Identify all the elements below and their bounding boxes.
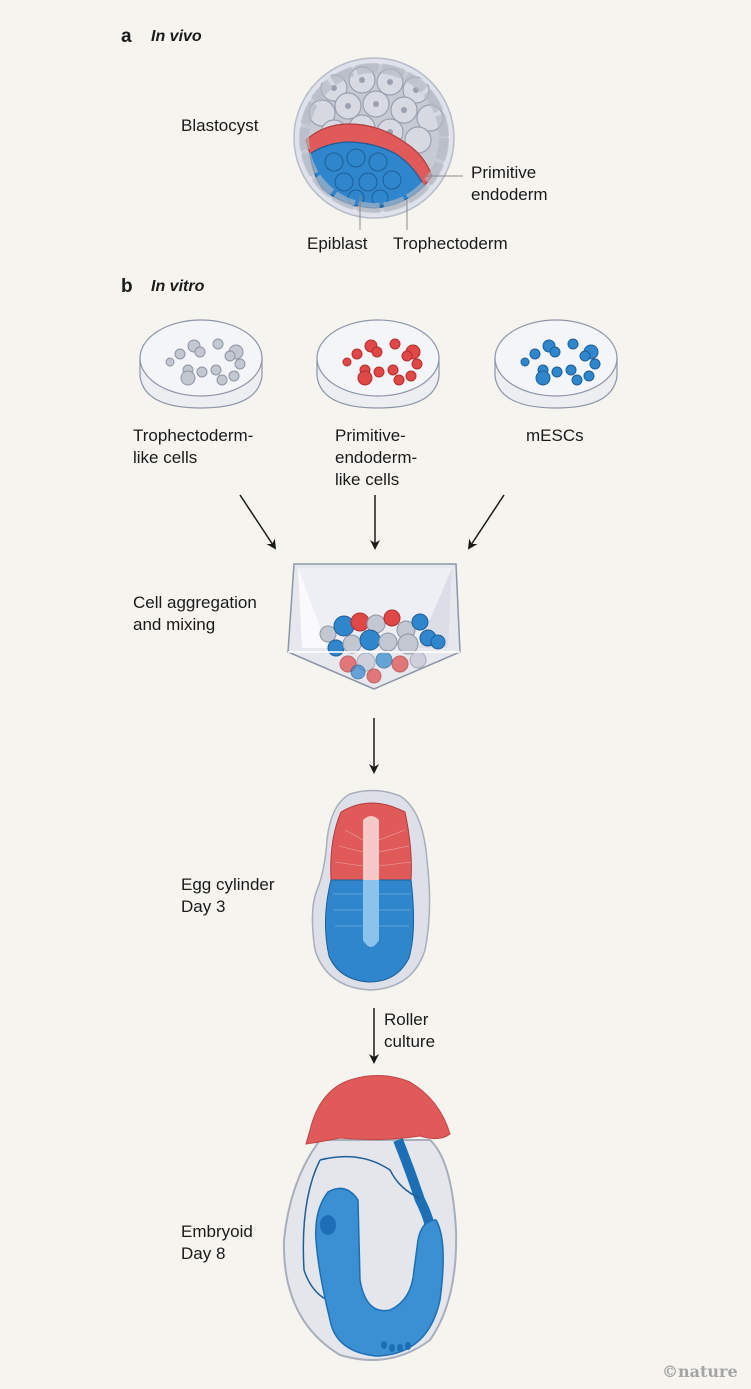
blastocyst-illustration [293,57,455,219]
aggregated-cell [391,655,409,673]
cell [174,348,186,360]
cell [165,357,175,367]
aggregated-cell [409,651,427,669]
cell [551,366,563,378]
aggregated-cell [375,651,393,669]
label-mescs: mESCs [526,426,584,445]
cell [196,366,208,378]
petri-dish-epiblast [494,319,618,409]
arrow-mesc-to-aggregate [467,494,505,550]
cell [210,364,222,376]
aggregated-cell [378,632,398,652]
aggregated-cell [342,634,362,654]
cell [579,350,591,362]
cell [520,357,530,367]
cell [549,346,561,358]
label-blastocyst: Blastocyst [181,116,259,135]
aggregated-cell [319,625,337,643]
aggregated-cell [350,664,366,680]
cell [571,374,583,386]
cell [357,370,373,386]
petri-dish-primitive-endoderm [316,319,440,409]
label-roller-culture: Roller culture [384,1010,436,1051]
label-aggregation: Cell aggregation and mixing [133,593,257,634]
label-trophectoderm: Trophectoderm [393,234,508,253]
cell [567,338,579,350]
embryo-body [315,1187,444,1357]
cell [212,338,224,350]
label-primitive-endoderm-like-cells: Primitive- endoderm- like cells [335,426,418,489]
aggregated-cell [383,609,401,627]
cell [529,348,541,360]
cell [351,348,363,360]
aggregated-cell [411,613,429,631]
aggregation-well [287,563,461,690]
cell [401,350,413,362]
extraembryonic-ectoderm [305,1075,451,1145]
panel-b-title: In vitro [151,278,205,295]
aggregated-cell [327,639,345,657]
label-epiblast: Epiblast [307,234,368,253]
cell [535,370,551,386]
aggregated-cell [366,668,382,684]
petri-dish-trophectoderm [139,319,263,409]
cell [583,370,595,382]
panel-a-leader-lines [359,175,463,230]
arrow-trophectoderm-to-aggregate [239,494,277,550]
aggregated-cell [430,634,446,650]
label-embryoid: Embryoid Day 8 [181,1222,253,1263]
trophectoderm-ring [299,63,449,213]
cell [589,358,601,370]
embryoid-illustration [282,1075,458,1361]
cell [342,357,352,367]
aggregated-cell [350,612,370,632]
cell [216,374,228,386]
egg-cylinder-illustration [311,789,431,991]
cell [234,358,246,370]
panel-a-title: In vivo [151,28,202,45]
aggregated-cell [397,633,419,655]
cell [180,370,196,386]
cell [194,346,206,358]
cell [228,370,240,382]
cell [389,338,401,350]
cell [224,350,236,362]
label-egg-cylinder: Egg cylinder Day 3 [181,875,275,916]
cell [393,374,405,386]
panel-b-letter: b [121,276,133,297]
cell [371,346,383,358]
embryo-head-structure [320,1215,336,1235]
cell [405,370,417,382]
cell [387,364,399,376]
label-trophectoderm-like-cells: Trophectoderm- like cells [133,426,254,467]
cell [373,366,385,378]
panel-a-letter: a [121,26,132,47]
cell [565,364,577,376]
nature-credit: ©nature [662,1362,738,1381]
label-primitive-endoderm: Primitive endoderm [471,163,548,204]
cell [411,358,423,370]
aggregated-cell [359,629,381,651]
